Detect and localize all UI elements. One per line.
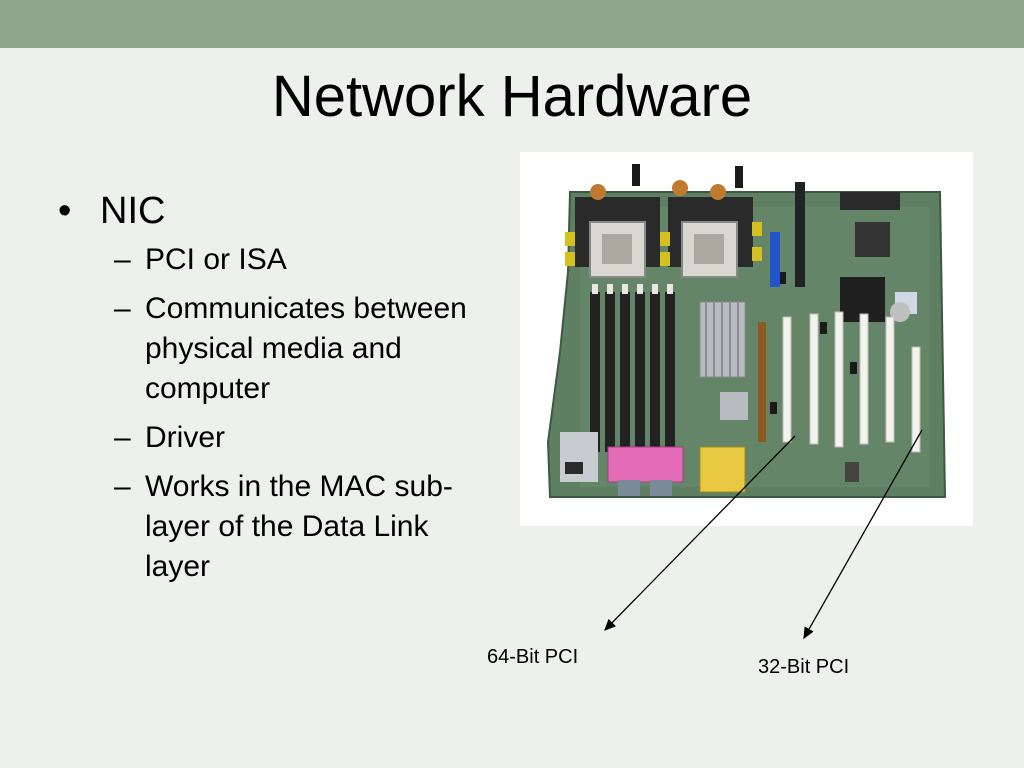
dash-marker: – [114, 470, 131, 503]
dash-marker: – [114, 292, 131, 325]
sub-bullet-item: – Communicates between physical media an… [58, 289, 488, 409]
bullet-item-nic: • NIC [58, 188, 488, 234]
dash-marker: – [114, 421, 131, 454]
sub-bullet-text: Works in the MAC sub-layer of the Data L… [145, 470, 453, 583]
motherboard-photo [520, 152, 973, 526]
bullet-text: NIC [100, 190, 166, 232]
slide-title: Network Hardware [271, 64, 753, 129]
sub-bullet-text: PCI or ISA [145, 243, 287, 276]
motherboard-illustration [546, 164, 947, 498]
slide-top-bar [0, 0, 1024, 48]
sub-bullet-text: Driver [145, 421, 225, 454]
sub-bullet-item: – Driver [58, 418, 488, 458]
dash-marker: – [114, 243, 131, 276]
sub-bullet-item: – PCI or ISA [58, 240, 488, 280]
sub-bullet-text: Communicates between physical media and … [145, 292, 467, 405]
bullet-list: • NIC – PCI or ISA – Communicates betwee… [58, 188, 488, 596]
label-64-bit-pci: 64-Bit PCI [487, 646, 579, 668]
sub-bullet-item: – Works in the MAC sub-layer of the Data… [58, 467, 488, 587]
bullet-marker: • [58, 190, 72, 232]
label-32-bit-pci: 32-Bit PCI [758, 656, 850, 678]
